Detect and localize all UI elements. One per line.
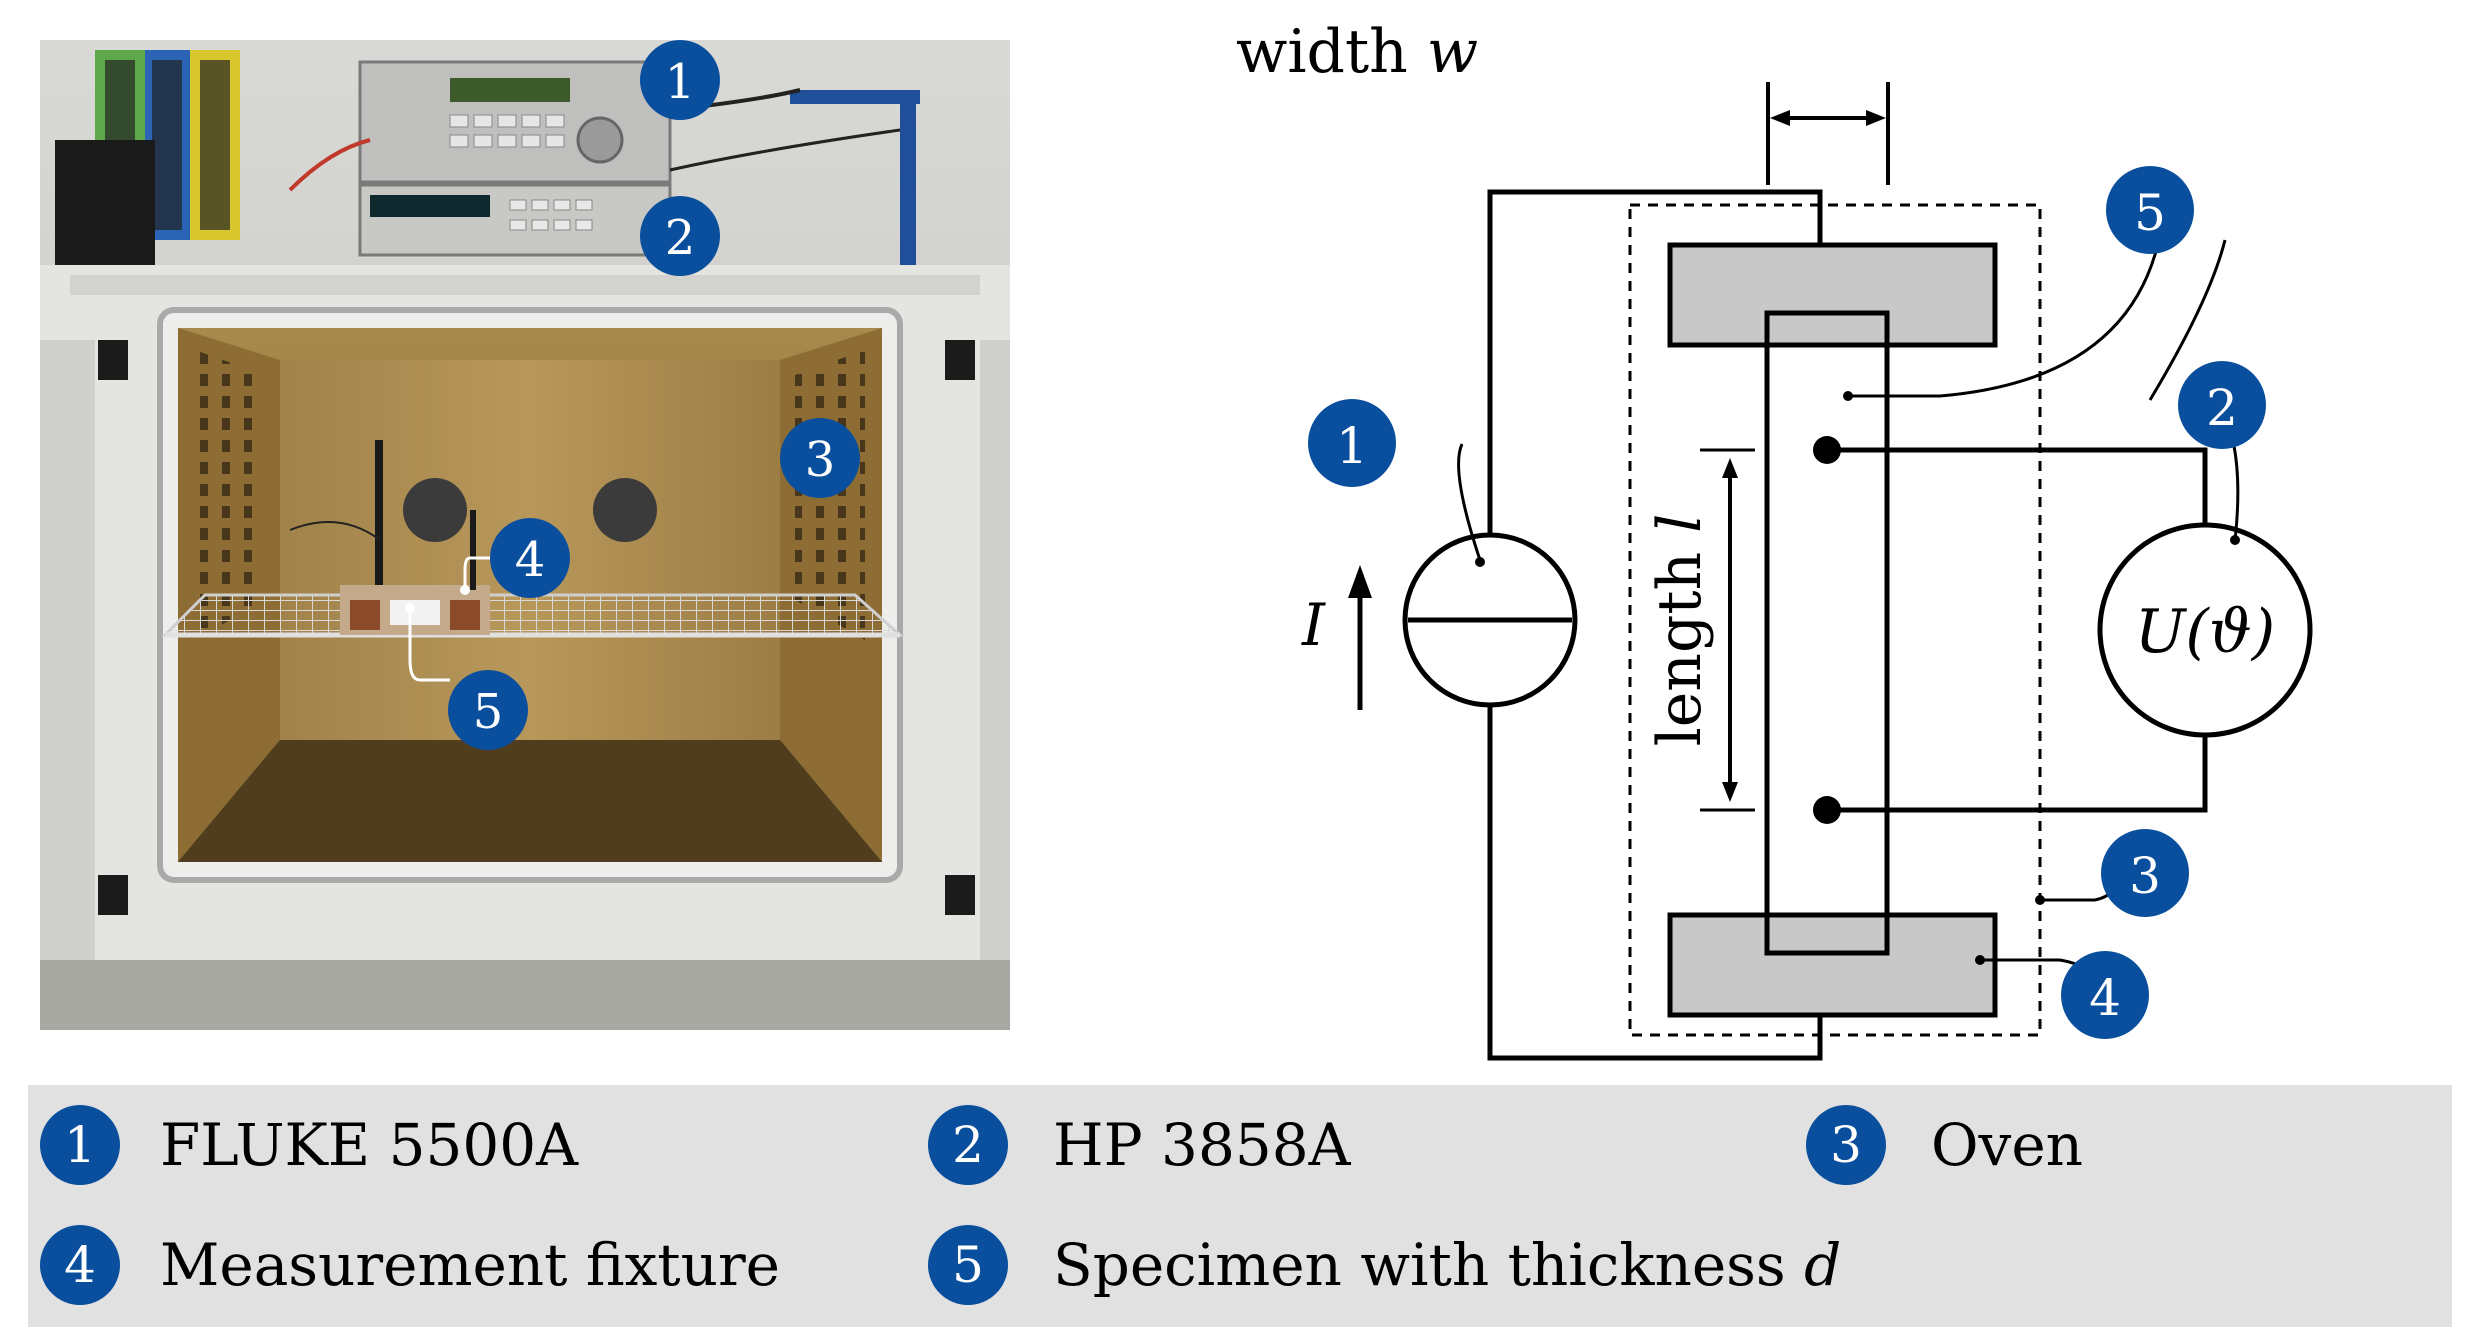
photo-badge-5: 5: [448, 670, 528, 750]
oven-boundary: [1628, 203, 2042, 1037]
oven-photo-illustration: 1 2 3 4 5: [40, 40, 1010, 1030]
svg-text:5: 5: [473, 684, 504, 740]
legend-label-2: HP 3858A: [1053, 1111, 1351, 1179]
schematic-badge-4: 4: [2061, 951, 2149, 1039]
legend-item-4: 4 Measurement fixture: [40, 1215, 780, 1315]
lab-setup-photo: 1 2 3 4 5: [40, 40, 1010, 1030]
photo-badge-1: 1: [640, 40, 720, 120]
specimen: [1764, 310, 1890, 956]
legend-item-1: 1 FLUKE 5500A: [40, 1095, 578, 1195]
photo-badge-4: 4: [490, 518, 570, 598]
svg-text:3: 3: [805, 432, 836, 488]
schematic-badge-2: 2: [2178, 361, 2266, 449]
svg-text:5: 5: [2134, 184, 2166, 242]
fan-right: [593, 478, 657, 542]
svg-text:3: 3: [2129, 847, 2161, 905]
fan-left: [403, 478, 467, 542]
legend: 1 FLUKE 5500A 2 HP 3858A 3 Oven 4 Measur…: [28, 1085, 2452, 1327]
legend-badge-3: 3: [1806, 1105, 1886, 1185]
legend-badge-5: 5: [928, 1225, 1008, 1305]
voltmeter-wire-bottom: [1827, 730, 2208, 813]
length-label: length l: [1645, 514, 1715, 747]
current-label: I: [1301, 591, 1326, 659]
schematic-svg: width w I length l: [1236, 17, 2313, 1061]
legend-badge-2: 2: [928, 1105, 1008, 1185]
voltmeter-wire-top: [1827, 447, 2208, 530]
voltmeter: [2097, 522, 2313, 738]
legend-item-2: 2 HP 3858A: [928, 1095, 1351, 1195]
legend-label-3: Oven: [1931, 1111, 2083, 1179]
schematic-badge-5: 5: [2106, 166, 2194, 254]
photo-badge-3: 3: [780, 418, 860, 498]
legend-badge-4: 4: [40, 1225, 120, 1305]
svg-text:2: 2: [665, 210, 696, 266]
svg-text:1: 1: [1336, 417, 1368, 475]
bottom-electrode: [1667, 912, 1998, 1018]
voltage-label: U(ϑ): [2135, 597, 2275, 667]
schematic-badge-1: 1: [1308, 399, 1396, 487]
width-label: width w: [1236, 17, 1478, 87]
legend-item-5: 5 Specimen with thickness d: [928, 1215, 1841, 1315]
svg-text:4: 4: [515, 532, 546, 588]
circuit-schematic: width w I length l: [1010, 0, 2472, 1085]
schematic-badge-3: 3: [2101, 829, 2189, 917]
svg-text:4: 4: [2089, 969, 2121, 1027]
legend-label-5: Specimen with thickness d: [1053, 1231, 1842, 1299]
legend-item-3: 3 Oven: [1806, 1095, 2083, 1195]
svg-text:1: 1: [665, 54, 696, 110]
top-electrode: [1667, 242, 1998, 348]
photo-badge-2: 2: [640, 196, 720, 276]
svg-text:2: 2: [2206, 379, 2238, 437]
legend-label-1: FLUKE 5500A: [160, 1111, 579, 1179]
legend-label-4: Measurement fixture: [160, 1231, 780, 1299]
legend-badge-1: 1: [40, 1105, 120, 1185]
cable-stand: [900, 90, 916, 290]
wire-shelf: [161, 593, 904, 637]
